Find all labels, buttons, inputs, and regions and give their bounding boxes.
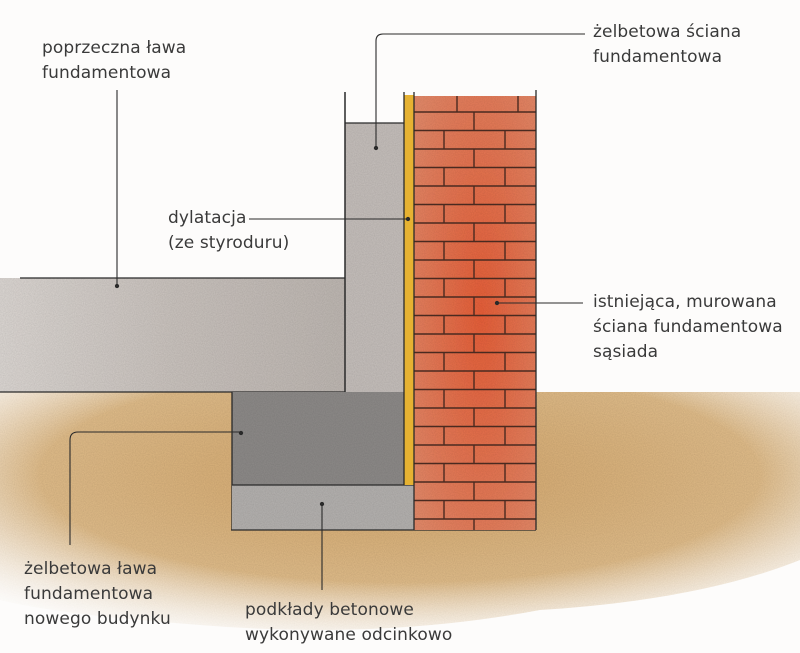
label-expansion-joint: dylatacja (ze styroduru) [168, 206, 289, 256]
transverse-footing-slab [0, 277, 404, 393]
label-line: wykonywane odcinkowo [245, 625, 453, 645]
label-line: nowego budynku [24, 609, 171, 629]
label-concrete-pads: podkłady betonowe wykonywane odcinkowo [245, 598, 452, 648]
label-rc-footing-new: żelbetowa ława fundamentowa nowego budyn… [24, 557, 171, 632]
label-line: dylatacja [168, 208, 247, 228]
label-line: ściana fundamentowa [593, 317, 783, 337]
label-line: (ze styroduru) [168, 233, 290, 253]
rc-footing-new-building [231, 392, 404, 530]
leader-lines [69, 33, 585, 590]
label-line: fundamentowa [24, 584, 154, 604]
label-rc-foundation-wall: żelbetowa ściana fundamentowa [593, 20, 741, 70]
label-line: fundamentowa [593, 47, 723, 67]
rc-foundation-wall [344, 92, 404, 392]
label-existing-wall: istniejąca, murowana ściana fundamentowa… [593, 290, 783, 365]
label-line: poprzeczna ława [42, 38, 187, 58]
label-line: istniejąca, murowana [593, 292, 777, 312]
label-line: żelbetowa ściana [593, 22, 742, 42]
label-line: sąsiada [593, 342, 659, 362]
leader-rc-wall [375, 33, 585, 147]
label-transverse-footing: poprzeczna ława fundamentowa [42, 36, 186, 86]
label-line: żelbetowa ława [24, 559, 158, 579]
styrofoam-expansion-joint [403, 92, 414, 485]
concrete-pads [231, 484, 536, 531]
label-line: fundamentowa [42, 63, 172, 83]
label-line: podkłady betonowe [245, 600, 414, 620]
leader-rc-footing [69, 431, 240, 545]
existing-brick-wall [413, 90, 537, 530]
